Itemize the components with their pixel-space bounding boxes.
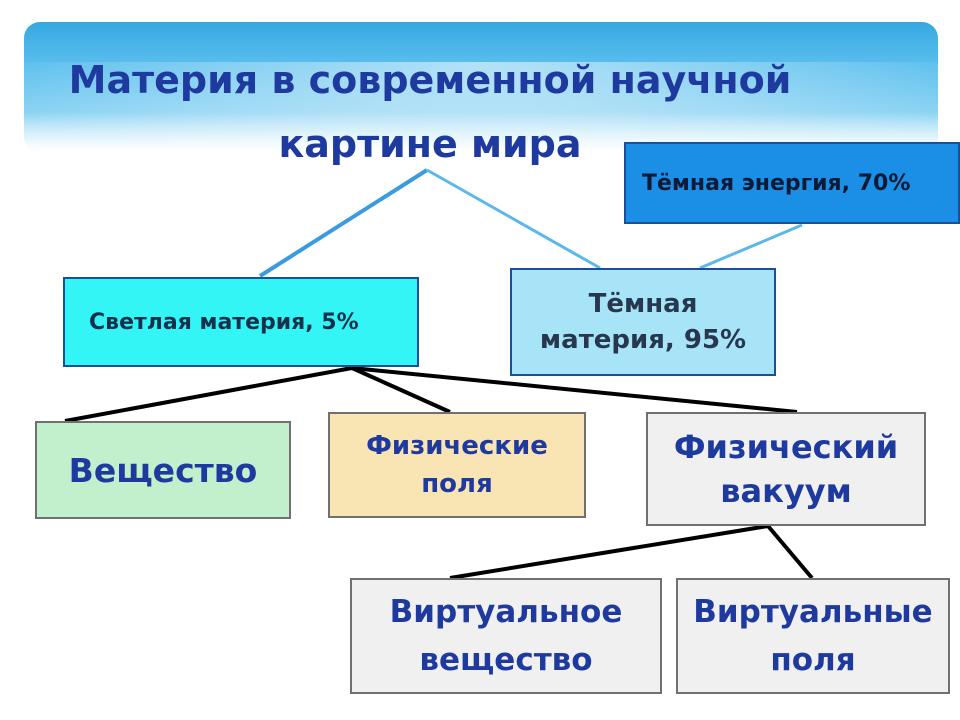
node-light-matter: Светлая материя, 5% [63, 277, 419, 367]
node-dark-energy-label: Тёмная энергия, 70% [642, 170, 911, 196]
node-physical-vacuum-line-2: вакуум [720, 472, 852, 510]
node-physical-fields: Физические поля [328, 412, 586, 518]
connector-light-substance [64, 366, 353, 423]
node-physical-vacuum-line-1: Физический [673, 428, 899, 466]
connector-title-dark-matter [426, 168, 601, 270]
node-virtual-fields: Виртуальные поля [676, 578, 950, 694]
connector-dark-energy-dark-matter [699, 223, 803, 270]
node-dark-energy: Тёмная энергия, 70% [624, 142, 960, 224]
connector-vacuum-virtual-fields [766, 524, 814, 580]
title-line-1: Материя в современной научной [68, 58, 792, 102]
node-virtual-substance: Виртуальное вещество [350, 578, 662, 694]
node-substance-label: Вещество [68, 450, 258, 490]
connector-title-light-matter [258, 168, 429, 278]
node-substance: Вещество [35, 421, 291, 519]
node-virtual-substance-line-2: вещество [419, 642, 593, 678]
node-dark-matter-line-2: материя, 95% [539, 325, 747, 355]
page-title: Материя в современной научной картине ми… [40, 48, 820, 176]
node-dark-matter: Тёмная материя, 95% [510, 268, 776, 376]
node-physical-vacuum: Физический вакуум [646, 412, 926, 526]
node-virtual-fields-line-1: Виртуальные [693, 594, 933, 630]
connector-light-fields [351, 366, 451, 414]
node-dark-matter-line-1: Тёмная [588, 289, 698, 319]
connector-light-vacuum [351, 366, 798, 414]
title-banner [24, 22, 938, 152]
node-light-matter-label: Светлая материя, 5% [89, 309, 359, 335]
node-virtual-substance-line-1: Виртуальное [389, 594, 623, 630]
connector-vacuum-virtual-substance [449, 524, 769, 580]
node-virtual-fields-line-2: поля [770, 642, 856, 678]
node-physical-fields-line-2: поля [421, 469, 493, 499]
title-line-2: картине мира [278, 122, 582, 166]
node-physical-fields-line-1: Физические [366, 431, 548, 461]
